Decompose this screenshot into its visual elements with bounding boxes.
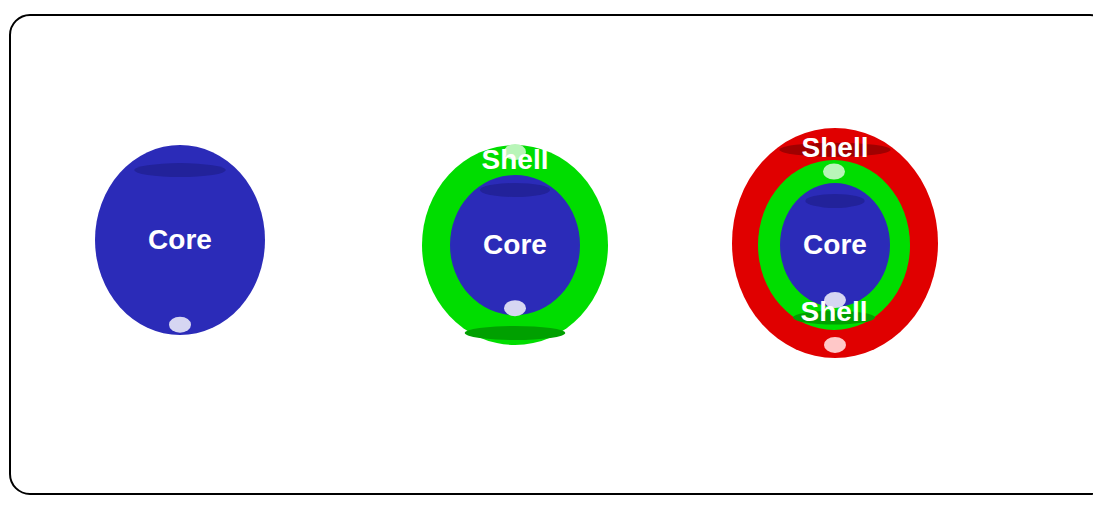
shade-band	[805, 194, 864, 208]
shade-band	[134, 163, 226, 177]
shell-ellipse: Shell Core	[758, 160, 910, 330]
shell-ellipse: Core	[780, 183, 890, 307]
ellipse-fill	[732, 128, 938, 358]
node-label: Core	[483, 231, 547, 259]
node-label: Core	[803, 231, 867, 259]
frame-border	[10, 15, 1093, 494]
highlight	[823, 164, 845, 180]
shade-band	[465, 326, 565, 340]
node-label: Shell	[801, 298, 868, 326]
ellipse-fill	[758, 160, 910, 330]
shell-ellipse: Core	[450, 175, 580, 315]
node-label: Core	[148, 226, 212, 254]
shell-ellipse: Core	[95, 145, 265, 335]
node-label: Shell	[802, 134, 869, 162]
shade-band	[480, 183, 550, 197]
shell-ellipse: ShellCore	[422, 145, 608, 345]
highlight	[504, 300, 526, 316]
shell-ellipse: ShellShellCore	[732, 128, 938, 358]
node-label: Shell	[482, 146, 549, 174]
ellipse-fill	[780, 183, 890, 307]
highlight	[824, 292, 846, 308]
highlight	[169, 317, 191, 333]
ellipse-fill	[95, 145, 265, 335]
highlight	[824, 337, 846, 353]
ellipse-fill	[422, 145, 608, 345]
ellipse-fill	[450, 175, 580, 315]
